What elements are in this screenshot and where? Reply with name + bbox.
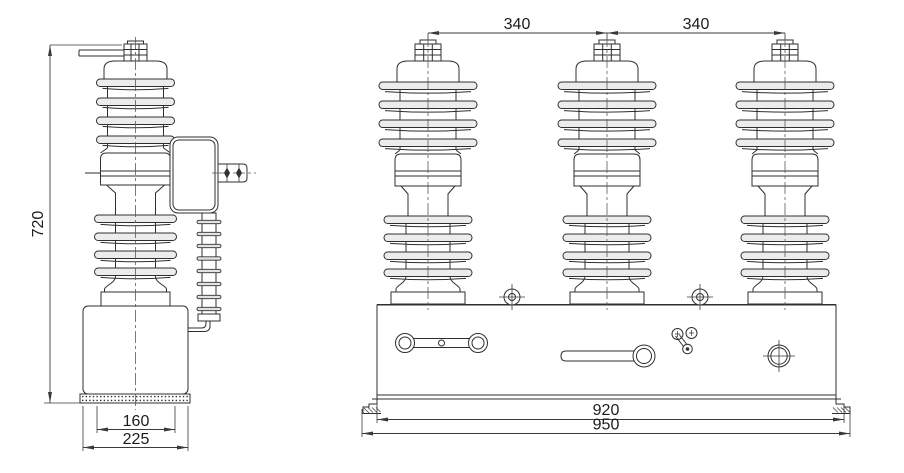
shaft-coupler: [395, 333, 488, 353]
top-terminal: [78, 40, 148, 62]
dim-pole-pitch: 340 340: [427, 16, 786, 40]
operating-handle: [560, 344, 656, 368]
ribbed-cable: [188, 212, 222, 332]
dim-overall-height: 720: [30, 44, 122, 404]
dim-body-width: 920: [376, 401, 845, 423]
dim-flange-width: 160: [96, 406, 176, 433]
ground-lead: [188, 321, 211, 332]
dim-label-720: 720: [30, 211, 47, 238]
dim-base-width-side: 225: [82, 406, 189, 451]
dim-label-225: 225: [123, 431, 150, 448]
dim-label-160: 160: [123, 413, 150, 430]
dim-label-950: 950: [593, 417, 620, 434]
dim-label-340-left: 340: [504, 16, 531, 33]
mechanism-panel: [376, 304, 837, 396]
pole-3: [736, 35, 834, 310]
dim-base-width-front: 950: [361, 409, 851, 437]
base-foot-right: [832, 395, 851, 414]
terminal-arm: [217, 163, 248, 183]
position-indicator-toggle: [671, 327, 698, 355]
port-hole: [763, 340, 795, 372]
pole-1: [379, 35, 477, 310]
base-foot-left: [362, 395, 381, 414]
tank-side: [79, 305, 191, 404]
pole-2: [558, 35, 656, 310]
tank-front: [362, 304, 851, 414]
dim-label-340-right: 340: [683, 16, 710, 33]
terminal-bolt: [236, 164, 242, 182]
front-view: 340 340: [361, 16, 851, 437]
dim-label-920: 920: [593, 402, 620, 419]
terminal-bolt: [224, 164, 230, 182]
side-view: 720: [30, 37, 256, 451]
hv-bushing-side: [78, 40, 177, 307]
control-box: [169, 136, 256, 214]
